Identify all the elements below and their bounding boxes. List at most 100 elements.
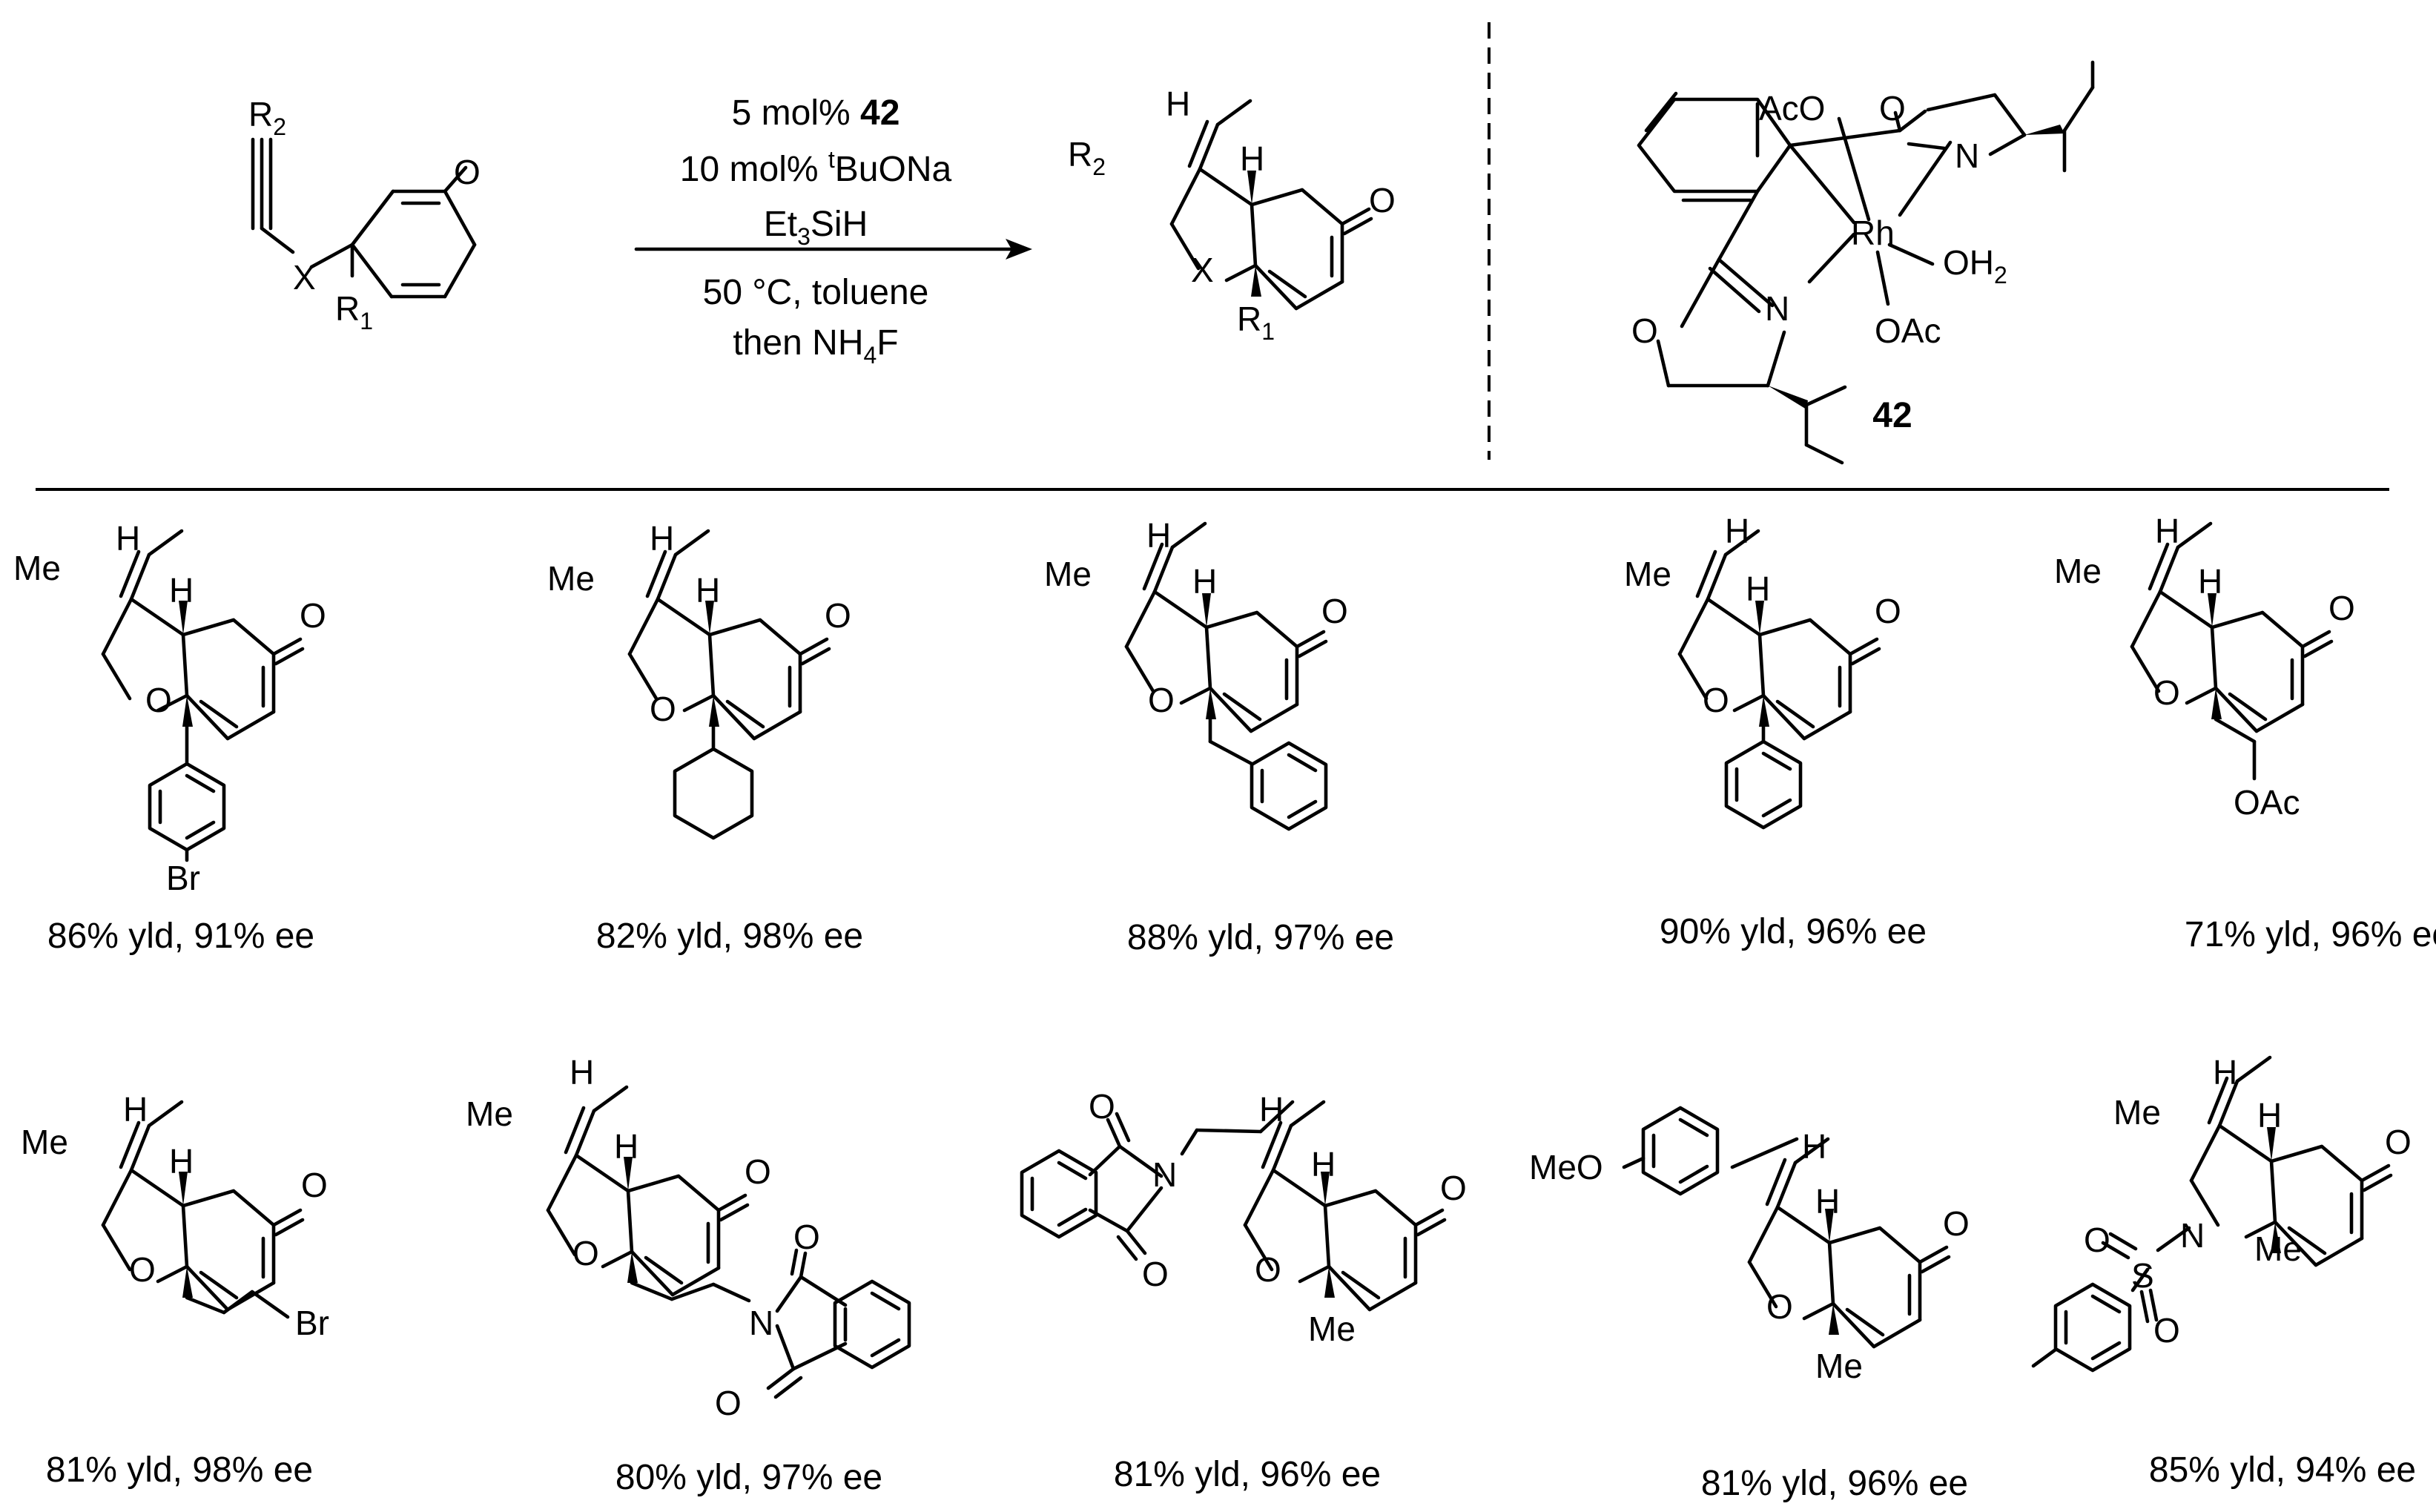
catalyst-label: 42: [1872, 396, 1912, 435]
svg-text:Me: Me: [2054, 552, 2102, 590]
svg-text:N: N: [2180, 1216, 2205, 1255]
svg-text:H: H: [2213, 1053, 2237, 1092]
product-6-result: 81% yld, 98% ee: [46, 1450, 313, 1490]
svg-text:Et3SiH: Et3SiH: [764, 205, 868, 250]
svg-text:N: N: [1152, 1155, 1177, 1194]
product-1-result: 86% yld, 91% ee: [47, 917, 314, 956]
svg-text:H: H: [1802, 1127, 1826, 1166]
svg-text:Me: Me: [2254, 1229, 2302, 1268]
svg-text:O: O: [2084, 1221, 2110, 1259]
product-10-result: 85% yld, 94% ee: [2149, 1450, 2416, 1490]
svg-text:O: O: [1875, 592, 1901, 630]
svg-text:H: H: [116, 519, 140, 558]
svg-text:H: H: [570, 1053, 594, 1092]
svg-text:H: H: [2155, 512, 2179, 550]
svg-text:H: H: [1166, 85, 1190, 123]
svg-text:O: O: [572, 1234, 599, 1272]
product-6: Me H H O O Br 81% yld, 98% ee: [21, 1090, 329, 1490]
svg-text:Me: Me: [1044, 555, 1092, 593]
svg-text:O: O: [1089, 1087, 1115, 1126]
svg-text:O: O: [1879, 89, 1906, 128]
svg-text:then NH4F: then NH4F: [733, 323, 898, 369]
svg-text:50 °C, toluene: 50 °C, toluene: [703, 273, 929, 312]
svg-text:O: O: [1440, 1169, 1467, 1207]
svg-text:H: H: [696, 571, 720, 610]
svg-text:O: O: [1255, 1250, 1281, 1289]
svg-text:H: H: [1746, 570, 1770, 608]
svg-text:O: O: [715, 1384, 742, 1422]
svg-text:X: X: [1191, 251, 1214, 289]
product-2: Me H H O O 82% yld, 98% ee: [547, 519, 863, 956]
svg-text:H: H: [1240, 139, 1264, 178]
svg-text:AcO: AcO: [1759, 89, 1825, 128]
svg-text:H: H: [1192, 562, 1217, 601]
svg-text:R2: R2: [248, 95, 286, 140]
svg-text:Me: Me: [1308, 1310, 1356, 1348]
svg-text:Me: Me: [1624, 555, 1671, 593]
svg-text:N: N: [1955, 136, 1979, 175]
svg-text:O: O: [1766, 1287, 1793, 1326]
svg-text:OH2: OH2: [1943, 243, 2007, 288]
svg-text:O: O: [454, 153, 481, 191]
svg-text:O: O: [1703, 681, 1729, 719]
svg-text:Me: Me: [466, 1095, 513, 1133]
svg-text:O: O: [793, 1218, 820, 1256]
svg-text:H: H: [614, 1127, 638, 1166]
reaction-conditions: 5 mol% 42 10 mol% tBuONa Et3SiH 50 °C, t…: [680, 93, 952, 369]
svg-text:R2: R2: [1068, 135, 1106, 180]
svg-text:Me: Me: [2113, 1093, 2161, 1132]
svg-text:H: H: [123, 1090, 148, 1129]
svg-text:Me: Me: [547, 559, 595, 598]
svg-text:Br: Br: [166, 859, 200, 897]
svg-text:O: O: [145, 681, 172, 719]
svg-text:R1: R1: [1237, 300, 1275, 345]
svg-text:N: N: [1765, 289, 1789, 328]
product-2-result: 82% yld, 98% ee: [596, 917, 863, 956]
svg-text:Me: Me: [1815, 1347, 1863, 1385]
svg-text:O: O: [1369, 181, 1396, 219]
svg-text:OAc: OAc: [2234, 783, 2300, 822]
reaction-arrow: [634, 239, 1032, 260]
svg-text:Me: Me: [21, 1123, 68, 1161]
svg-text:H: H: [2257, 1096, 2282, 1135]
svg-text:OAc: OAc: [1875, 311, 1941, 350]
x-label: X: [293, 258, 316, 297]
svg-text:O: O: [650, 690, 676, 728]
product-5-result: 71% yld, 96% ee: [2185, 915, 2436, 954]
svg-text:H: H: [169, 1142, 194, 1181]
svg-text:O: O: [825, 596, 851, 635]
svg-text:O: O: [2385, 1123, 2412, 1161]
product-7: Me H H O O N O O 80% yld, 97% ee: [466, 1053, 909, 1497]
svg-text:O: O: [301, 1166, 328, 1204]
product-3: Me H H O O 88% yld, 97% ee: [1044, 516, 1394, 957]
catalyst-42: [1637, 60, 2095, 465]
svg-text:Me: Me: [13, 549, 61, 587]
svg-text:O: O: [1321, 592, 1348, 630]
svg-text:O: O: [1148, 681, 1175, 719]
svg-text:H: H: [1146, 516, 1171, 555]
svg-text:H: H: [2198, 562, 2222, 601]
svg-text:O: O: [300, 596, 326, 635]
svg-text:5 mol% 42: 5 mol% 42: [732, 93, 900, 133]
product-3-result: 88% yld, 97% ee: [1127, 918, 1394, 957]
product-8: H H O O Me N O O 81% yld, 96% ee: [1022, 1087, 1467, 1494]
svg-text:S: S: [2131, 1256, 2154, 1295]
svg-text:O: O: [2328, 589, 2355, 627]
product-5: Me H H O O OAc 71% yld, 96% ee: [2054, 512, 2436, 954]
svg-text:H: H: [1311, 1145, 1336, 1183]
svg-text:O: O: [2153, 1311, 2180, 1350]
svg-text:R1: R1: [335, 289, 373, 334]
product-8-result: 81% yld, 96% ee: [1114, 1455, 1381, 1494]
product-9-result: 81% yld, 96% ee: [1701, 1464, 1968, 1503]
svg-text:MeO: MeO: [1529, 1148, 1603, 1186]
svg-text:H: H: [650, 519, 674, 558]
product-1: Me H H O O Br 86% yld, 91% ee: [13, 519, 326, 956]
svg-text:O: O: [1943, 1204, 1970, 1243]
svg-text:H: H: [1725, 512, 1749, 550]
svg-text:N: N: [749, 1304, 773, 1342]
svg-text:O: O: [2153, 673, 2180, 712]
svg-text:Br: Br: [295, 1304, 329, 1342]
svg-text:O: O: [745, 1152, 771, 1191]
svg-text:10 mol% tBuONa: 10 mol% tBuONa: [680, 146, 952, 189]
svg-text:H: H: [1259, 1090, 1284, 1129]
